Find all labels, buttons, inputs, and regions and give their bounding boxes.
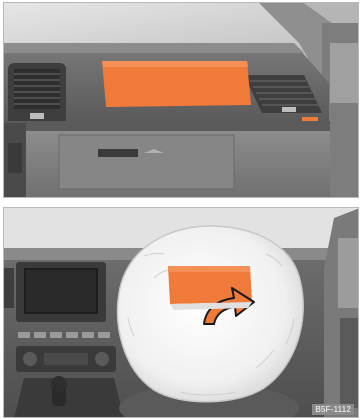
- airbag-label-marker: [302, 117, 318, 121]
- airbag-deployment-illustration: [4, 208, 359, 418]
- figure-reference-code: B5F-1112: [312, 404, 354, 415]
- infotainment-screen: [16, 262, 106, 322]
- airbag-location-panel: [3, 2, 359, 198]
- airbag-deployed-panel: B5F-1112: [3, 207, 359, 418]
- left-air-vent: [8, 63, 66, 125]
- dashboard-illustration: [4, 3, 359, 198]
- airbag-cover-highlight: [102, 61, 251, 107]
- climate-controls: [16, 346, 116, 372]
